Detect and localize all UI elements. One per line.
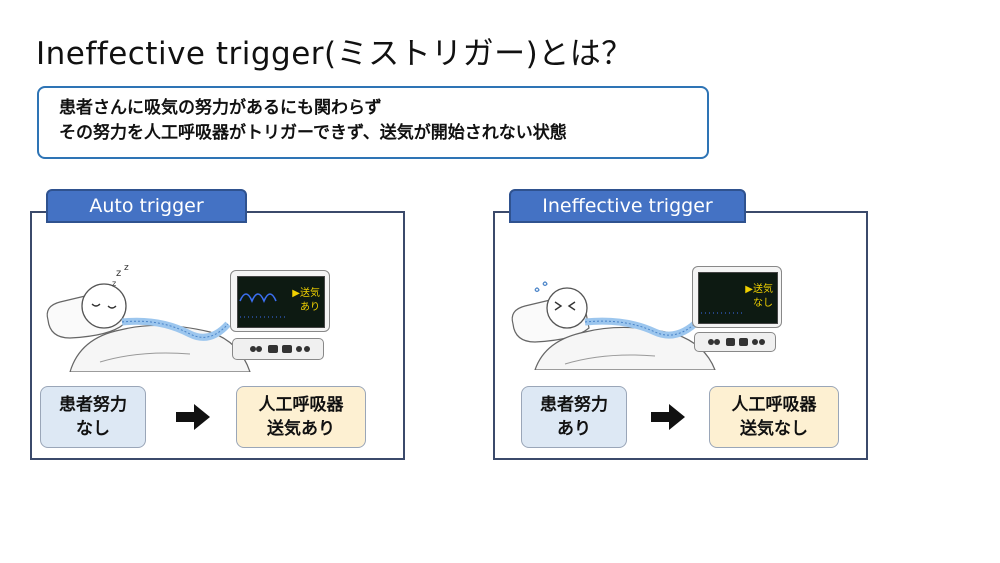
ineffective-trigger-tab: Ineffective trigger — [509, 189, 746, 223]
monitor-status-line-2: なし — [753, 298, 773, 309]
ventilator-label: 人工呼吸器 — [258, 395, 344, 415]
definition-box: 患者さんに吸気の努力があるにも関わらず その努力を人工呼吸器がトリガーできず、送… — [37, 86, 709, 159]
ventilator-control-panel — [232, 338, 324, 360]
monitor-status-line-1: ▶送気 — [292, 288, 320, 299]
ineffective-trigger-illustration — [511, 281, 716, 370]
ventilator-device: ▶送気 あり — [230, 270, 330, 332]
patient-effort-box: 患者努力 あり — [521, 386, 627, 448]
ventilator-response-box: 人工呼吸器 送気あり — [236, 386, 366, 448]
patient-effort-label: 患者努力 — [59, 395, 127, 415]
auto-trigger-tab: Auto trigger — [46, 189, 247, 223]
page-title: Ineffective trigger(ミストリガー)とは？ — [36, 36, 633, 72]
svg-text:z: z — [112, 279, 116, 288]
struggling-face-icon — [546, 287, 588, 329]
ventilator-screen: ▶送気 あり — [237, 276, 325, 328]
waveform-icon — [239, 293, 288, 318]
right-arrow-icon — [651, 404, 685, 430]
patient-effort-value: あり — [557, 419, 591, 439]
ventilator-control-panel — [694, 332, 776, 352]
patient-effort-label: 患者努力 — [540, 395, 608, 415]
patient-effort-value: なし — [76, 419, 110, 439]
right-arrow-icon — [176, 404, 210, 430]
sleep-zzz-icon: z — [116, 268, 121, 279]
definition-line-1: 患者さんに吸気の努力があるにも関わらず — [59, 98, 382, 118]
auto-trigger-illustration: z z z — [46, 263, 251, 372]
sleeping-face-icon — [81, 283, 127, 329]
patient-effort-box: 患者努力 なし — [40, 386, 146, 448]
ventilator-label: 人工呼吸器 — [731, 395, 817, 415]
ventilator-value: 送気なし — [740, 419, 808, 439]
sweat-icon — [534, 287, 540, 293]
definition-line-2: その努力を人工呼吸器がトリガーできず、送気が開始されない状態 — [59, 123, 567, 143]
svg-text:z: z — [124, 263, 129, 273]
ventilator-screen: ▶送気 なし — [698, 272, 778, 324]
ventilator-response-box: 人工呼吸器 送気なし — [709, 386, 839, 448]
ventilator-value: 送気あり — [267, 419, 335, 439]
monitor-status-line-2: あり — [300, 302, 320, 313]
monitor-status-line-1: ▶送気 — [745, 284, 773, 295]
flat-waveform-icon — [701, 312, 745, 314]
ventilator-device: ▶送気 なし — [692, 266, 782, 328]
